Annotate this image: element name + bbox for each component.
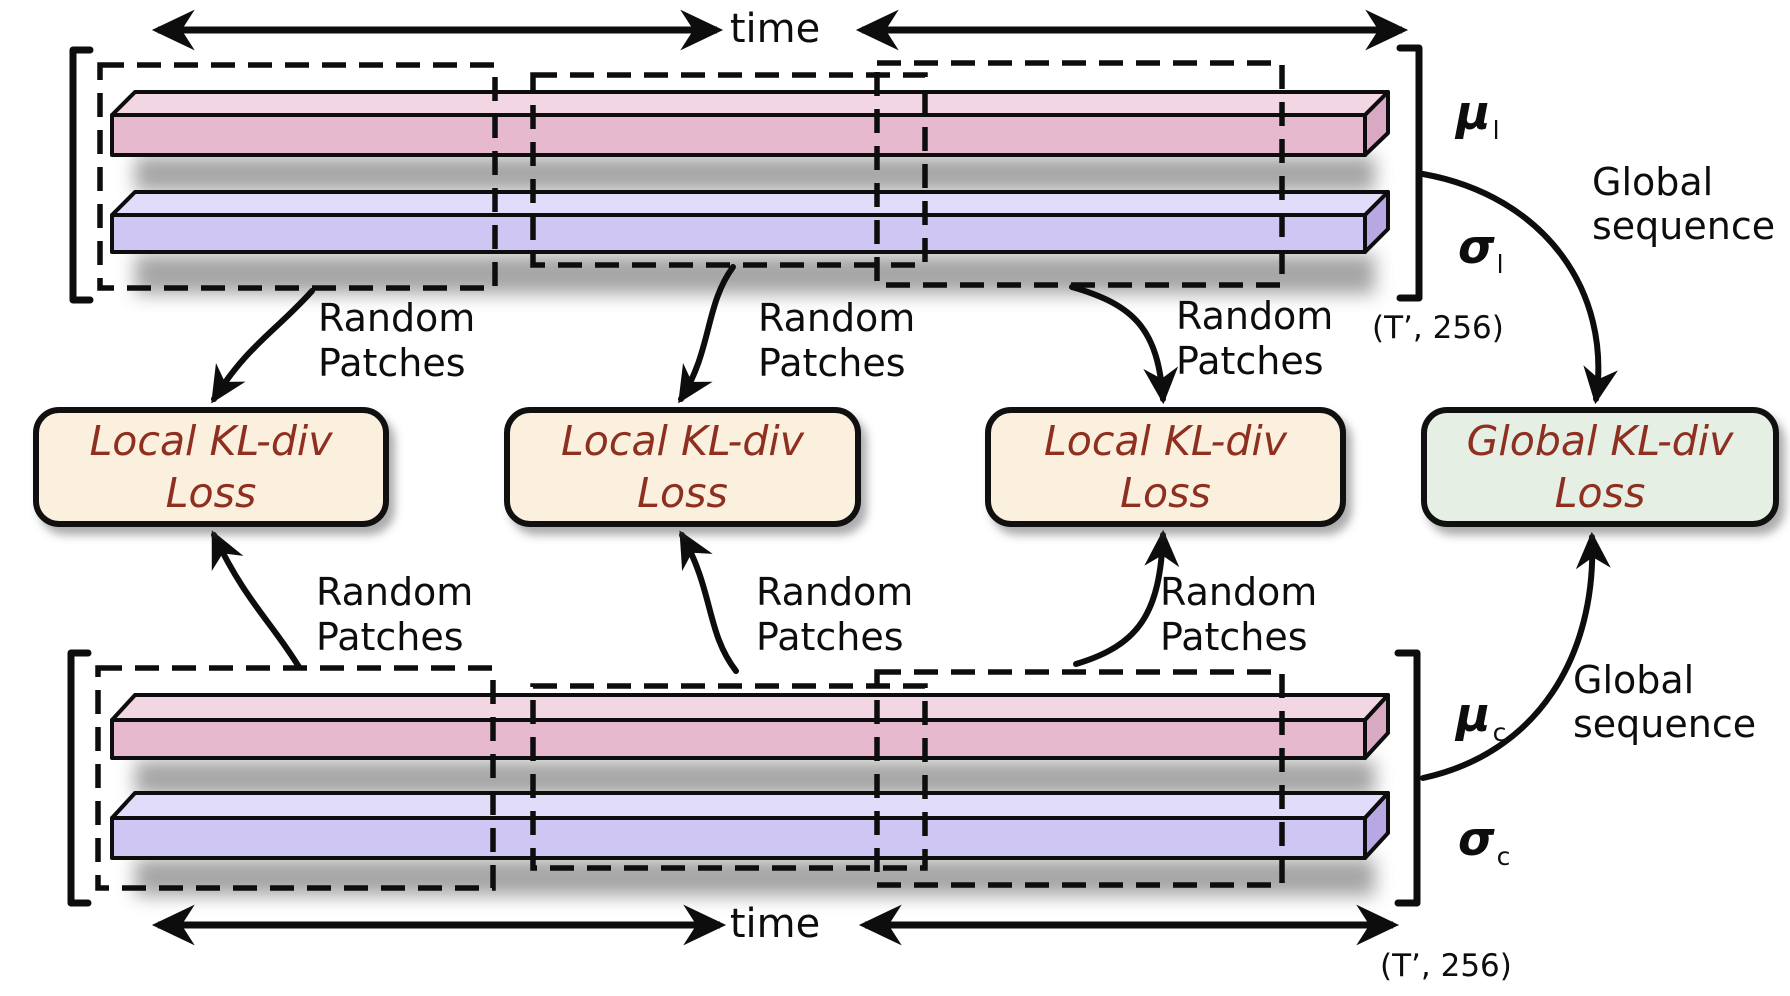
- bracket-top-right: [1396, 44, 1423, 302]
- random-patches-label-top-2: Random Patches: [758, 296, 916, 385]
- mu-bottom-bar-front-face: [110, 718, 1367, 760]
- arrow-top-patch-3-to-local-3: [1069, 284, 1179, 405]
- arrow-bottom-global-sequence-to-global-loss: [1420, 531, 1611, 781]
- mu-bottom-label: μc: [1456, 688, 1506, 747]
- mu-top-label: μl: [1456, 86, 1500, 145]
- patch-box-bottom-3: [874, 669, 1285, 888]
- time-label-top: time: [729, 6, 821, 52]
- time-axes: [151, 9, 1409, 946]
- mu-bottom-bar-top-face: [110, 693, 1390, 722]
- bar-shadows: [135, 156, 1375, 896]
- sigma-bottom-bar-top-face: [110, 791, 1390, 820]
- local-kl-div-loss-box-3: Local KL-div Loss: [985, 407, 1346, 527]
- local-kl-div-loss-box-2: Local KL-div Loss: [504, 407, 861, 527]
- mu-subscript: l: [1492, 116, 1500, 146]
- arrow-top-global-sequence-to-global-loss: [1420, 171, 1618, 405]
- random-patches-label-top-3: Random Patches: [1176, 294, 1334, 383]
- random-patches-label-top-1: Random Patches: [318, 296, 476, 385]
- arrow-top-patch-2-to-local-2: [678, 264, 736, 404]
- bracket-bottom-right: [1394, 649, 1421, 907]
- sigma-top-bar-front-face: [110, 213, 1367, 254]
- patch-box-bottom-1: [95, 665, 496, 891]
- global-sequence-label-bottom: Global sequence: [1573, 658, 1757, 747]
- mu-symbol: μ: [1456, 688, 1491, 743]
- sigma-top-label: σl: [1458, 220, 1504, 279]
- tensor-shape-label-bottom: (T’, 256): [1380, 948, 1512, 984]
- bracket-top-left: [69, 46, 94, 304]
- patch-box-bottom-2: [530, 683, 928, 871]
- patch-box-top-2: [530, 72, 928, 268]
- sigma-subscript: l: [1496, 250, 1504, 280]
- sigma-symbol: σ: [1458, 812, 1495, 867]
- shadow-sigma-bottom-bar: [135, 858, 1375, 896]
- bottom-sequence-bars: [110, 693, 1390, 860]
- patch-box-top-1: [97, 62, 498, 291]
- random-patches-label-bottom-3: Random Patches: [1160, 570, 1318, 659]
- sigma-top-bar-top-face: [110, 190, 1390, 217]
- top-sequence-bars: [110, 90, 1390, 254]
- tensor-shape-label-top: (T’, 256): [1372, 310, 1504, 346]
- global-sequence-label-top: Global sequence: [1592, 160, 1776, 249]
- arrow-bottom-patch-3-to-local-3: [1073, 529, 1180, 667]
- flow-arrows: [211, 171, 1618, 781]
- arrow-bottom-patch-2-to-local-2: [679, 530, 739, 674]
- mu-top-bar-top-face: [110, 90, 1390, 117]
- time-label-bottom: time: [729, 901, 821, 947]
- sigma-bottom-bar-front-face: [110, 816, 1367, 860]
- matrix-brackets: [67, 44, 1423, 907]
- mu-top-bar-front-face: [110, 113, 1367, 157]
- random-patches-label-bottom-2: Random Patches: [756, 570, 914, 659]
- mu-symbol: μ: [1456, 86, 1491, 141]
- arrow-top-patch-1-to-local-1: [211, 288, 315, 404]
- shadow-mu-top-bar: [135, 156, 1375, 192]
- sigma-bottom-label: σc: [1458, 812, 1510, 871]
- mu-subscript: c: [1492, 718, 1507, 748]
- local-kl-div-loss-box-1: Local KL-div Loss: [33, 407, 389, 527]
- shadow-mu-bottom-bar: [135, 760, 1375, 796]
- sigma-subscript: c: [1496, 842, 1511, 872]
- sigma-symbol: σ: [1458, 220, 1495, 275]
- bracket-bottom-left: [67, 649, 92, 907]
- random-patch-boxes: [95, 60, 1285, 891]
- patch-box-top-3: [874, 60, 1285, 288]
- arrow-bottom-patch-1-to-local-1: [211, 530, 302, 670]
- random-patches-label-bottom-1: Random Patches: [316, 570, 474, 659]
- global-kl-div-loss-box: Global KL-div Loss: [1421, 407, 1779, 527]
